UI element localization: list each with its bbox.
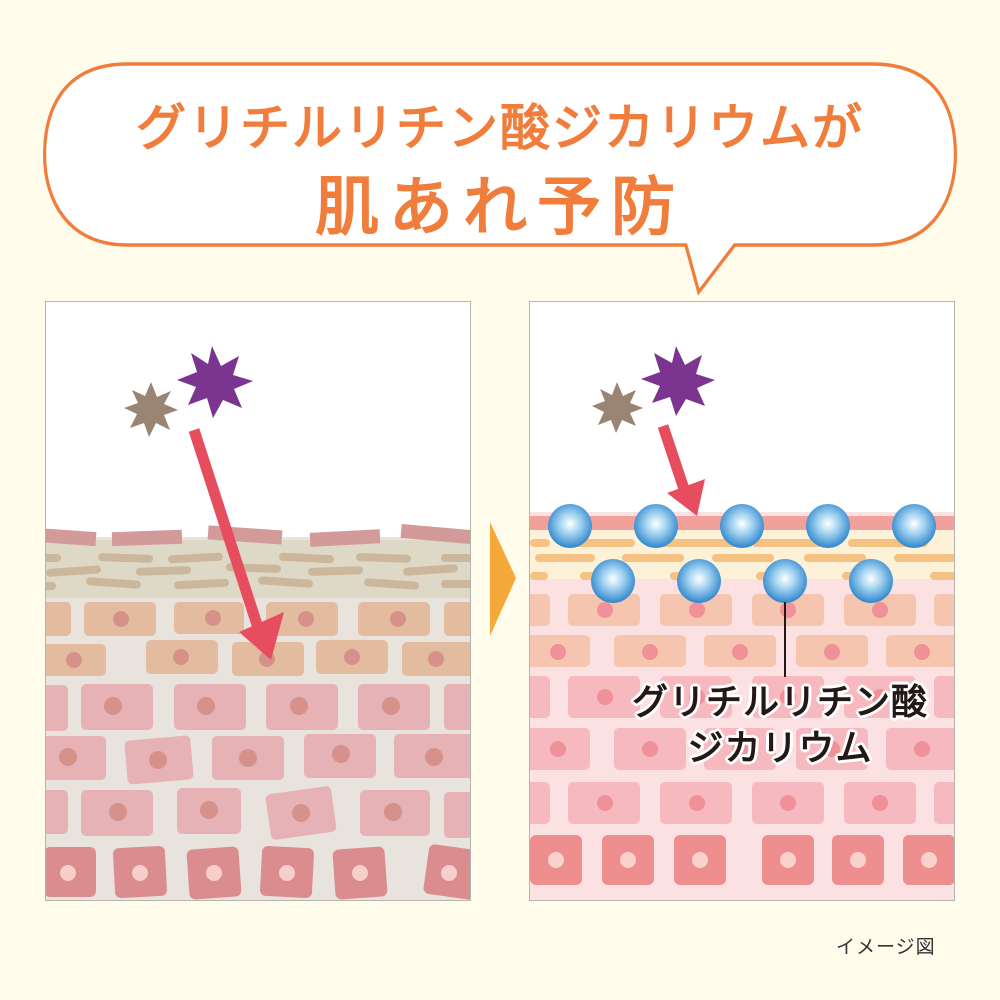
after-skin-panel <box>529 301 955 901</box>
headline-line-2: 肌あれ予防 <box>315 171 685 245</box>
purple-irritant-icon <box>641 346 715 416</box>
red-blocked-arrow <box>667 479 705 516</box>
image-caption: イメージ図 <box>836 936 936 958</box>
red-penetration-arrow <box>239 612 284 660</box>
callout-line-1: グリチルリチン酸 <box>631 682 928 723</box>
purple-irritant-icon <box>177 346 253 418</box>
pink-cells <box>530 676 954 824</box>
brown-irritant-icon <box>124 382 178 437</box>
speech-bubble <box>42 62 958 296</box>
brown-irritant-icon <box>592 382 643 433</box>
before-skin-panel <box>45 301 471 901</box>
glycyrrhizinate-particles <box>548 504 936 603</box>
proceed-arrow-icon <box>490 522 516 636</box>
headline-line-1: グリチルリチン酸ジカリウムが <box>136 99 864 157</box>
ingredient-callout: グリチルリチン酸 ジカリウム <box>630 680 930 772</box>
granular-layer <box>46 552 470 590</box>
callout-line-2: ジカリウム <box>687 728 873 769</box>
